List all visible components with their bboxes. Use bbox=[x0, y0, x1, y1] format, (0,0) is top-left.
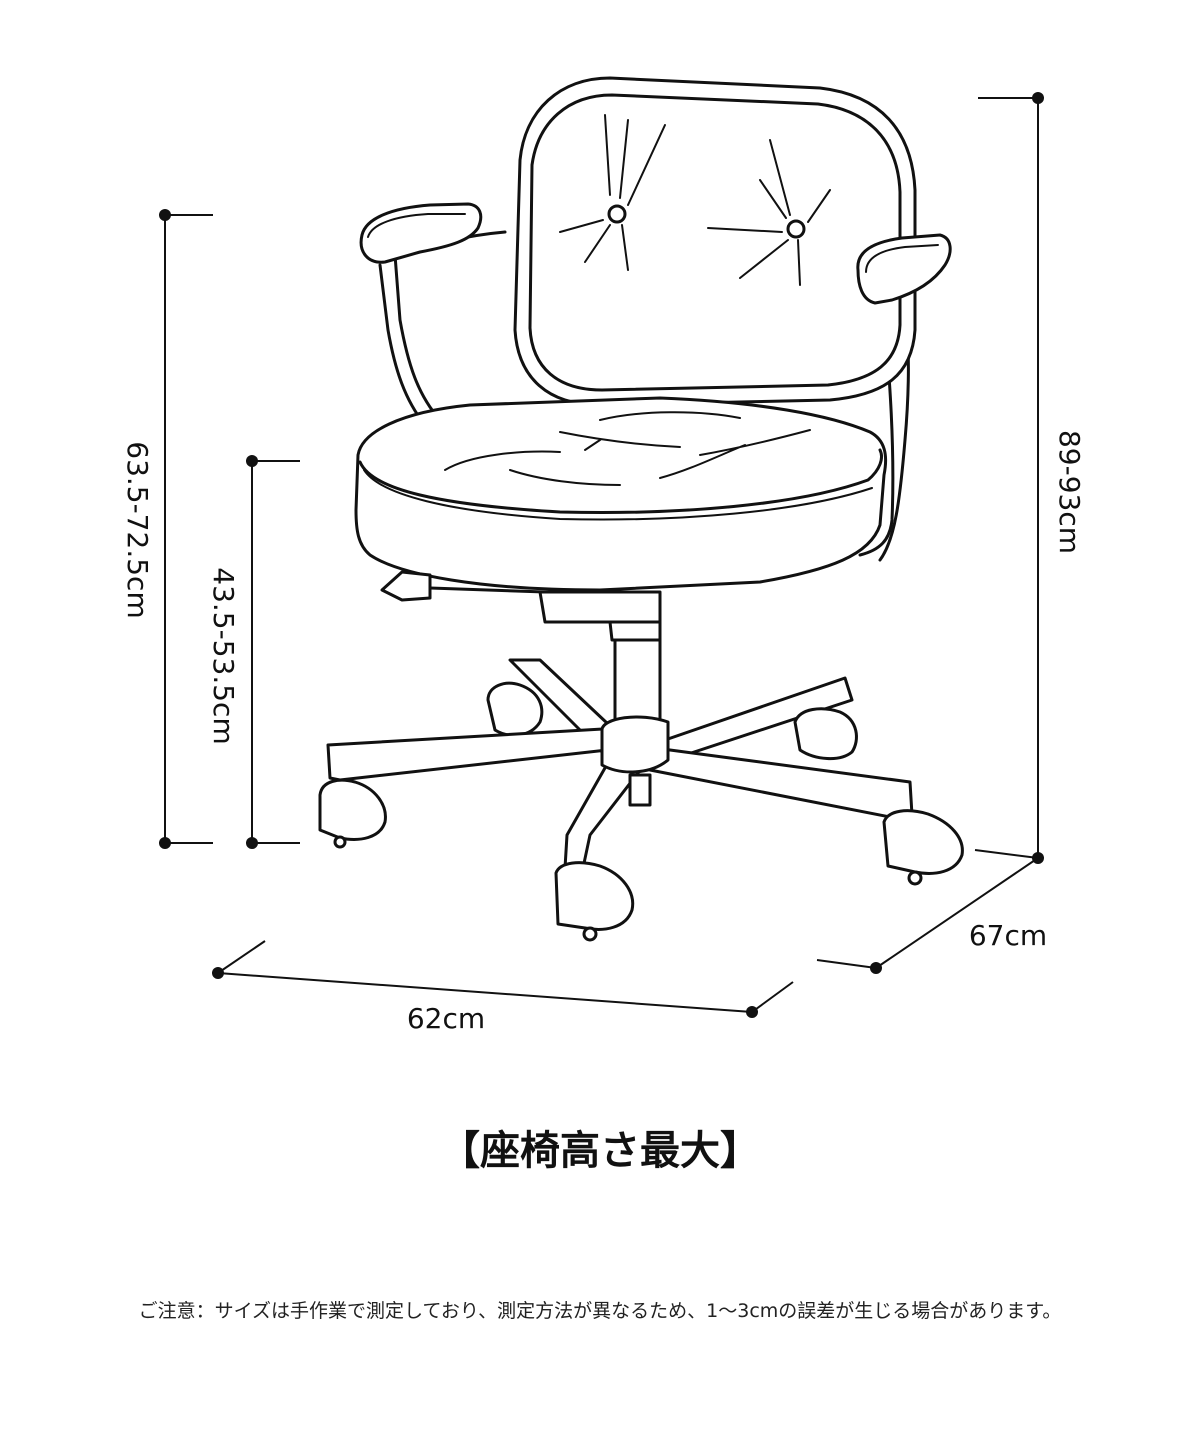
chair-illustration bbox=[318, 76, 964, 942]
dimension-lines bbox=[164, 97, 1039, 1013]
armrest-height-label: 63.5-72.5cm bbox=[121, 441, 154, 618]
depth-label: 67cm bbox=[969, 919, 1047, 952]
width-label: 62cm bbox=[407, 1002, 485, 1035]
section-heading: 【座椅高さ最大】 bbox=[440, 1128, 760, 1174]
overall-height-label: 89-93cm bbox=[1053, 430, 1086, 554]
seat-height-label: 43.5-53.5cm bbox=[207, 567, 240, 744]
chair-dimension-diagram: 89-93cm 63.5-72.5cm 43.5-53.5cm 62cm 67c… bbox=[121, 76, 1086, 1035]
measurement-note: ご注意：サイズは手作業で測定しており、測定方法が異なるため、1～3cmの誤差が生… bbox=[138, 1300, 1062, 1322]
dimension-endpoints bbox=[159, 92, 1044, 1018]
